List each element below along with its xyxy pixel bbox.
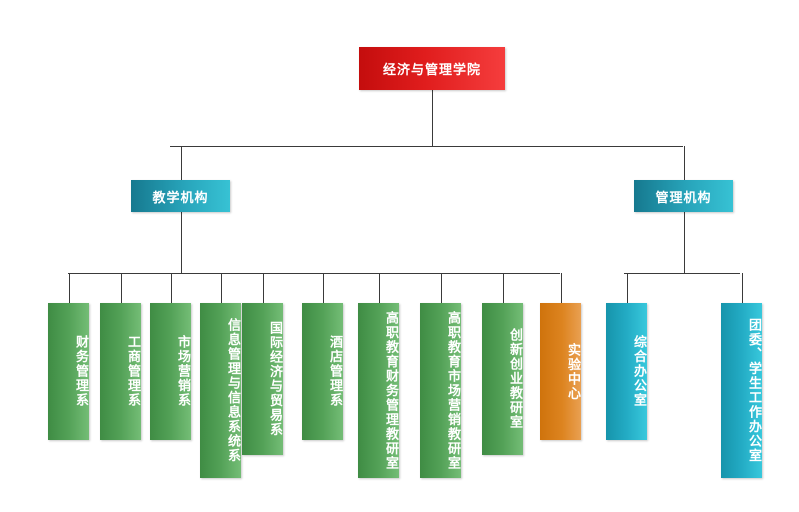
org-node-leaf[interactable]: 市场营销系 — [150, 303, 191, 440]
org-node-leaf[interactable]: 国际经济与贸易系 — [242, 303, 283, 455]
org-node-leaf[interactable]: 创新创业教研室 — [482, 303, 523, 455]
connector-leaf-drop — [120, 273, 122, 303]
org-node-leaf[interactable]: 财务管理系 — [48, 303, 89, 440]
org-node-leaf-label: 高职教育市场营销教研室 — [446, 310, 461, 471]
org-node-leaf[interactable]: 高职教育市场营销教研室 — [420, 303, 461, 478]
connector-leaf-drop — [741, 273, 743, 303]
connector-root-stem — [432, 90, 433, 146]
connector-top-bus — [170, 146, 683, 147]
org-node-leaf-label: 酒店管理系 — [328, 335, 343, 408]
org-node-leaf[interactable]: 工商管理系 — [100, 303, 141, 440]
org-node-leaf-label: 工商管理系 — [126, 335, 141, 408]
org-node-leaf-label: 国际经济与贸易系 — [268, 321, 283, 437]
connector-branch-administration-riser — [683, 146, 685, 180]
connector-leaf-drop — [170, 273, 172, 303]
org-node-leaf[interactable]: 信息管理与信息系统系 — [200, 303, 241, 478]
org-node-leaf[interactable]: 实验中心 — [540, 303, 581, 440]
org-node-leaf[interactable]: 高职教育财务管理教研室 — [358, 303, 399, 478]
connector-branch-teaching-stem — [180, 212, 182, 273]
org-node-leaf-label: 创新创业教研室 — [508, 328, 523, 430]
org-node-branch-administration[interactable]: 管理机构 — [634, 180, 733, 212]
org-node-branch-label: 管理机构 — [655, 189, 712, 205]
connector-leaf-drop — [440, 273, 442, 303]
connector-leaf-drop — [68, 273, 70, 303]
org-node-leaf-label: 团委、学生工作办公室 — [747, 318, 762, 463]
connector-branch-administration-stem — [683, 212, 685, 273]
org-node-root[interactable]: 经济与管理学院 — [359, 47, 505, 90]
org-node-branch-teaching[interactable]: 教学机构 — [131, 180, 230, 212]
org-node-leaf-label: 财务管理系 — [74, 335, 89, 408]
connector-branch-teaching-riser — [180, 146, 182, 180]
org-node-leaf-label: 高职教育财务管理教研室 — [384, 310, 399, 471]
org-node-root-label: 经济与管理学院 — [382, 62, 481, 77]
connector-branch-administration-bus — [624, 273, 740, 274]
org-node-leaf[interactable]: 酒店管理系 — [302, 303, 343, 440]
connector-leaf-drop — [626, 273, 628, 303]
connector-leaf-drop — [322, 273, 324, 303]
connector-branch-teaching-bus — [68, 273, 560, 274]
connector-leaf-drop — [502, 273, 504, 303]
connector-leaf-drop — [378, 273, 380, 303]
org-node-leaf-label: 综合办公室 — [632, 335, 647, 408]
org-node-leaf[interactable]: 综合办公室 — [606, 303, 647, 440]
connector-leaf-drop — [560, 273, 562, 303]
connector-leaf-drop — [220, 273, 222, 303]
org-node-leaf-label: 市场营销系 — [176, 335, 191, 408]
org-node-branch-label: 教学机构 — [152, 189, 209, 205]
org-node-leaf-label: 信息管理与信息系统系 — [226, 318, 241, 463]
org-node-leaf[interactable]: 团委、学生工作办公室 — [721, 303, 762, 478]
org-node-leaf-label: 实验中心 — [566, 342, 581, 401]
connector-leaf-drop — [262, 273, 264, 303]
